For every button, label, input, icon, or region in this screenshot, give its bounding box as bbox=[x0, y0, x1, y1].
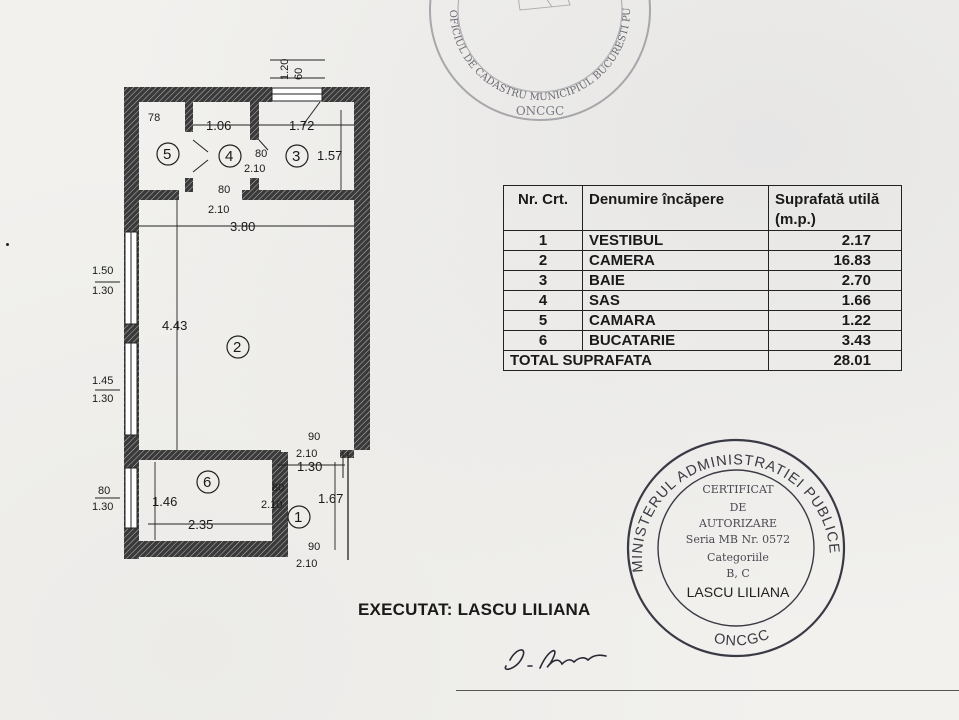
row-area: 1.66 bbox=[768, 290, 902, 311]
dim-78: 78 bbox=[148, 112, 160, 124]
door1a-w: 90 bbox=[308, 431, 320, 443]
row-area: 2.17 bbox=[768, 230, 902, 251]
dimension-labels: 1.20 60 78 1.06 1.72 1.57 80 2.10 80 2.1… bbox=[92, 59, 343, 570]
row-name: CAMERA bbox=[582, 250, 769, 271]
top-stamp: OFICIUL DE CADASTRU MUNICIPIUL BUCURESTI… bbox=[420, 0, 651, 121]
row-nr: 4 bbox=[503, 290, 583, 311]
signature-line bbox=[456, 690, 959, 691]
dim-146: 1.46 bbox=[152, 494, 177, 509]
room-markers: 5 4 3 2 6 1 bbox=[156, 142, 311, 529]
floor-plan: 1.20 60 78 1.06 1.72 1.57 80 2.10 80 2.1… bbox=[92, 59, 370, 570]
executed-by: EXECUTAT: LASCU LILIANA bbox=[358, 600, 591, 619]
table-total-row: TOTAL SUPRAFATA 28.01 bbox=[503, 350, 902, 371]
top-stamp-bottom: ONCGC bbox=[516, 104, 564, 118]
row-nr: 1 bbox=[503, 230, 583, 251]
stamp-line4: Seria MB Nr. 0572 bbox=[686, 533, 790, 546]
handwritten-signature bbox=[504, 649, 607, 671]
table-row: 2 CAMERA 16.83 bbox=[503, 250, 902, 271]
room-6: 6 bbox=[203, 474, 211, 491]
row-area: 1.22 bbox=[768, 310, 902, 331]
dim-106: 1.06 bbox=[206, 118, 231, 133]
dim-172: 1.72 bbox=[289, 118, 314, 133]
dimension-lines bbox=[95, 59, 354, 550]
row-name: SAS bbox=[582, 290, 769, 311]
win3-w: 80 bbox=[98, 485, 110, 497]
dim-167: 1.67 bbox=[318, 491, 343, 506]
dim-443: 4.43 bbox=[162, 318, 187, 333]
table-row: 3 BAIE 2.70 bbox=[503, 270, 902, 291]
door6-w: 80 bbox=[272, 482, 284, 494]
row-name: VESTIBUL bbox=[582, 230, 769, 251]
window-left-2 bbox=[124, 342, 138, 436]
row-name: CAMARA bbox=[582, 310, 769, 331]
stamp-ring-bottom: ONCGC bbox=[712, 627, 771, 650]
table-row: 4 SAS 1.66 bbox=[503, 290, 902, 311]
row-area: 3.43 bbox=[768, 330, 902, 351]
win2-w: 1.45 bbox=[92, 375, 113, 387]
table-header-row: Nr. Crt. Denumire încăpere Suprafată uti… bbox=[503, 185, 902, 231]
table-row: 1 VESTIBUL 2.17 bbox=[503, 230, 902, 251]
table-row: 6 BUCATARIE 3.43 bbox=[503, 330, 902, 351]
win1-h: 1.30 bbox=[92, 285, 113, 297]
authorization-stamp: MINISTERUL ADMINISTRATIEI PUBLICE ONCGC … bbox=[626, 438, 846, 658]
header-name: Denumire încăpere bbox=[582, 185, 769, 231]
total-label: TOTAL SUPRAFATA bbox=[503, 350, 769, 371]
speck bbox=[6, 243, 9, 246]
door4-h: 2.10 bbox=[244, 163, 265, 175]
door1b-w: 90 bbox=[308, 541, 320, 553]
room-3: 3 bbox=[292, 148, 300, 165]
row-name: BAIE bbox=[582, 270, 769, 291]
stamp-line7: LASCU LILIANA bbox=[687, 584, 790, 600]
door5-h: 2.10 bbox=[208, 204, 229, 216]
exterior-walls bbox=[124, 87, 370, 559]
header-nr: Nr. Crt. bbox=[503, 185, 583, 231]
window-top bbox=[271, 87, 323, 102]
door1a-h: 2.10 bbox=[296, 448, 317, 460]
dim-235: 2.35 bbox=[188, 517, 213, 532]
win2-h: 1.30 bbox=[92, 393, 113, 405]
dim-157: 1.57 bbox=[317, 148, 342, 163]
row-nr: 3 bbox=[503, 270, 583, 291]
stamp-line5: Categoriile bbox=[707, 551, 769, 564]
room-4: 4 bbox=[225, 148, 233, 165]
window-left-1 bbox=[124, 231, 138, 325]
dim-380: 3.80 bbox=[230, 219, 255, 234]
row-nr: 2 bbox=[503, 250, 583, 271]
door5-w: 80 bbox=[218, 184, 230, 196]
row-name: BUCATARIE bbox=[582, 330, 769, 351]
room-2: 2 bbox=[233, 339, 241, 356]
win1-w: 1.50 bbox=[92, 265, 113, 277]
stamp-line1: CERTIFICAT bbox=[702, 483, 774, 496]
stamp-line2: DE bbox=[730, 501, 747, 514]
dim-top-60: 60 bbox=[293, 68, 305, 80]
area-table: Nr. Crt. Denumire încăpere Suprafată uti… bbox=[503, 185, 902, 371]
interior-walls bbox=[139, 102, 354, 460]
door4-w: 80 bbox=[255, 148, 267, 160]
header-area: Suprafată utilă (m.p.) bbox=[768, 185, 902, 231]
win3-h: 1.30 bbox=[92, 501, 113, 513]
door6-h: 2.10 bbox=[261, 499, 282, 511]
stamp-line6: B, C bbox=[726, 567, 750, 580]
dim-top-120: 1.20 bbox=[279, 59, 291, 80]
window-left-3 bbox=[124, 467, 138, 529]
room-1: 1 bbox=[294, 509, 302, 526]
row-area: 16.83 bbox=[768, 250, 902, 271]
svg-text:ONCGC: ONCGC bbox=[712, 627, 772, 650]
total-value: 28.01 bbox=[768, 350, 902, 371]
table-row: 5 CAMARA 1.22 bbox=[503, 310, 902, 331]
room-5: 5 bbox=[163, 146, 171, 163]
row-nr: 6 bbox=[503, 330, 583, 351]
door1b-h: 2.10 bbox=[296, 558, 317, 570]
dim-130: 1.30 bbox=[297, 459, 322, 474]
row-nr: 5 bbox=[503, 310, 583, 331]
stamp-line3: AUTORIZARE bbox=[698, 517, 777, 530]
row-area: 2.70 bbox=[768, 270, 902, 291]
